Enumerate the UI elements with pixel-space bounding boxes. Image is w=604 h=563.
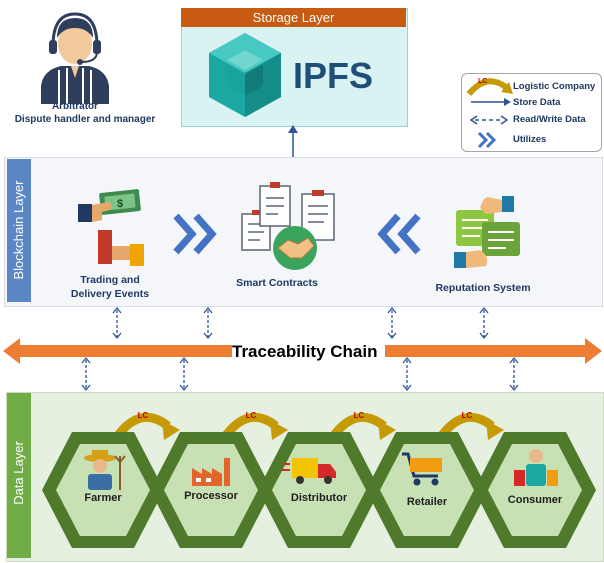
trading-icon: $	[78, 189, 144, 266]
consumer-icon	[514, 449, 558, 486]
arbitrator-subtitle: Dispute handler and manager	[14, 114, 156, 125]
ipfs-label: IPFS	[293, 55, 374, 96]
legend-label-logistic: Logistic Company	[513, 81, 596, 92]
blockchain-layer-band	[7, 159, 31, 302]
arbitrator-title: Arbitrator	[51, 101, 99, 112]
farmer-icon	[84, 450, 126, 490]
lc-badge-3: LC	[354, 411, 365, 420]
shopping-cart-icon	[402, 452, 442, 486]
legend-icons	[466, 78, 513, 149]
lc-badge-2: LC	[246, 411, 257, 420]
arbitrator-icon	[41, 12, 109, 104]
supply-chain-hexagons	[42, 432, 596, 548]
svg-text:$: $	[117, 198, 123, 210]
factory-icon	[192, 458, 230, 486]
lc-badge-4: LC	[462, 411, 473, 420]
trading-label-line1: Trading and	[80, 274, 140, 286]
reputation-system-label: Reputation System	[435, 282, 531, 294]
blockchain-layer-label: Blockchain Layer	[11, 180, 26, 280]
reputation-system-icon	[454, 196, 520, 268]
actor-label-distributor: Distributor	[290, 492, 348, 504]
actor-label-consumer: Consumer	[507, 494, 563, 506]
legend-lc-badge: LC	[478, 78, 488, 85]
hexagon-distributor	[258, 432, 380, 548]
actor-label-farmer: Farmer	[84, 492, 122, 504]
smart-contracts-label: Smart Contracts	[236, 277, 318, 289]
hexagon-retailer	[366, 432, 488, 548]
storage-layer-title: Storage Layer	[181, 8, 406, 27]
legend-label-store: Store Data	[513, 97, 561, 108]
data-layer-label: Data Layer	[11, 441, 26, 505]
ipfs-cube-icon	[209, 33, 281, 117]
trading-label-line2: Delivery Events	[70, 288, 150, 300]
actor-label-processor: Processor	[184, 490, 238, 502]
data-layer-band	[7, 393, 31, 558]
utilizes-chevron-left-icon	[377, 213, 421, 255]
actor-label-retailer: Retailer	[406, 496, 448, 508]
utilizes-chevron-right-icon	[173, 213, 217, 255]
traceability-chain-arrow	[3, 338, 602, 364]
smart-contracts-icon	[241, 182, 335, 270]
read-write-arrows	[81, 306, 519, 392]
legend-label-readwrite: Read/Write Data	[513, 114, 586, 125]
traceability-chain-label: Traceability Chain	[232, 342, 378, 361]
legend-label-utilizes: Utilizes	[513, 134, 547, 145]
store-data-arrow	[288, 125, 298, 158]
lc-badge-1: LC	[138, 411, 149, 420]
truck-icon	[282, 458, 336, 484]
